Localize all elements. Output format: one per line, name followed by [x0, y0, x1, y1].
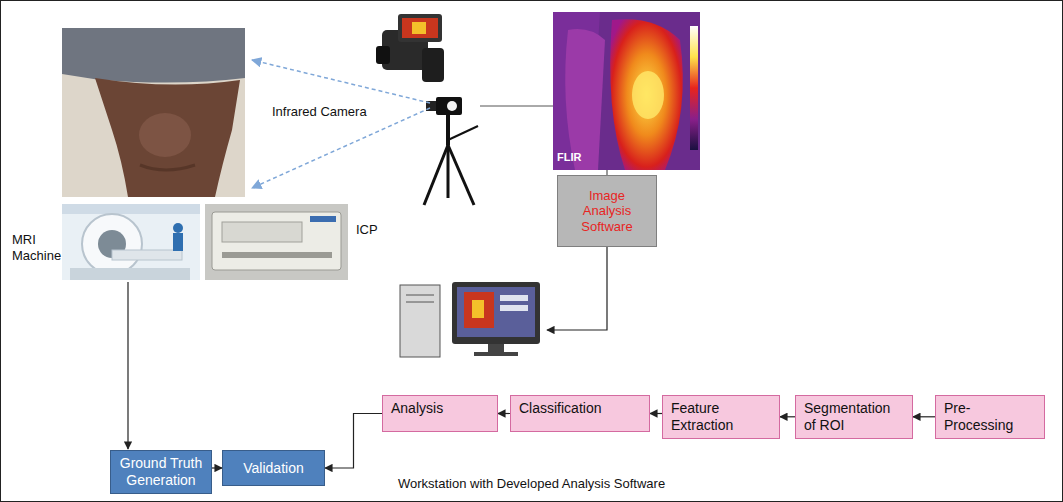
flow-arrow: [780, 416, 795, 417]
node-text: Image Analysis Software: [564, 188, 650, 235]
flow-arrow: [325, 414, 382, 469]
camera-link: [480, 106, 553, 107]
validation-box: Validation: [222, 450, 325, 486]
flow-arrow: [498, 413, 510, 414]
device-label: MRI Machine: [12, 232, 60, 263]
thermal-image: [553, 12, 700, 170]
node-text: Feature Extraction: [671, 400, 771, 434]
flow-arrow: [212, 467, 222, 468]
process-box: Classification: [510, 395, 650, 432]
connector-line: [547, 247, 607, 330]
software-box: Image Analysis Software: [557, 175, 657, 247]
caption-label: Workstation with Developed Analysis Soft…: [398, 476, 718, 492]
node-text: Segmentation of ROI: [804, 400, 904, 434]
mri-photo: [62, 204, 200, 280]
device-label: Infrared Camera: [272, 104, 382, 120]
camera-ray: [252, 108, 430, 188]
process-box: Feature Extraction: [662, 395, 780, 439]
flow-arrow: [650, 413, 662, 414]
device-label: ICP: [356, 222, 396, 238]
tripod-camera: [424, 97, 478, 205]
camera-logo: FLIR: [557, 151, 597, 164]
node-text: Classification: [519, 400, 641, 417]
node-text: Ground Truth Generation: [117, 455, 205, 489]
process-box: Analysis: [382, 395, 498, 432]
knee-photo: [62, 28, 245, 197]
computer-workstation: [400, 282, 540, 357]
handheld-ir-camera: [376, 14, 444, 82]
connector-line: [127, 282, 128, 449]
icp-device-photo: [205, 204, 348, 280]
node-text: Analysis: [391, 400, 489, 417]
validation-box: Ground Truth Generation: [110, 450, 212, 494]
process-box: Segmentation of ROI: [795, 395, 913, 439]
process-box: Pre-Processing: [935, 395, 1045, 439]
node-text: Validation: [229, 460, 318, 477]
camera-ray: [252, 60, 430, 103]
flow-arrow: [913, 416, 935, 417]
node-text: Pre-Processing: [944, 400, 1036, 434]
